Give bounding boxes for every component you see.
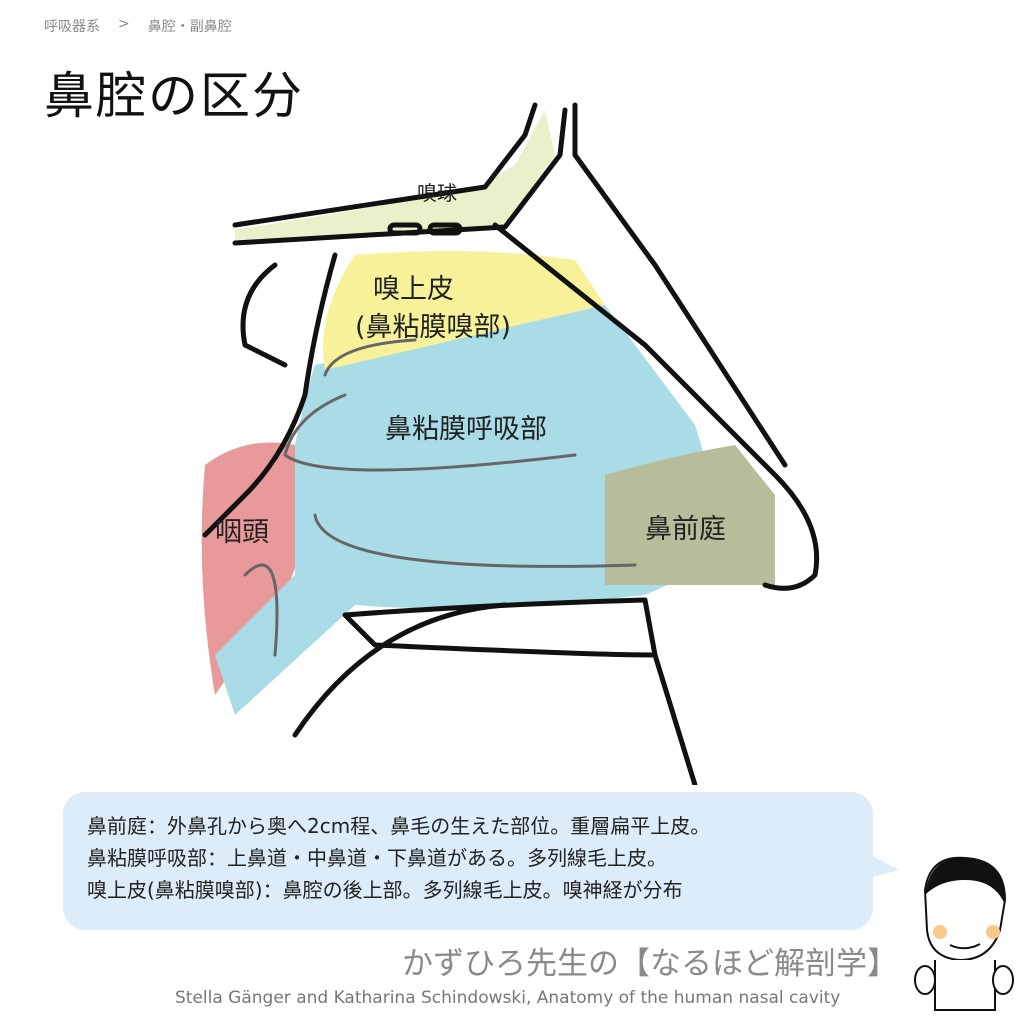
series-title: かずひろ先生の【なるほど解剖学】 [402, 946, 898, 982]
vestibule-region [605, 445, 775, 585]
label-pharynx: 咽頭 [215, 517, 269, 548]
breadcrumb-separator: > [118, 16, 130, 32]
note-olfactory: 嗅上皮(鼻粘膜嗅部)：鼻腔の後上部。多列線毛上皮。嗅神経が分布 [87, 878, 683, 902]
breadcrumb: 呼吸器系 > 鼻腔・副鼻腔 [44, 16, 232, 36]
label-olfactory-bulb: 嗅球 [417, 181, 457, 205]
speech-bubble: 鼻前庭：外鼻孔から奥へ2cm程、鼻毛の生えた部位。重層扁平上皮。 鼻粘膜呼吸部：… [63, 792, 873, 930]
page-title: 鼻腔の区分 [44, 67, 304, 125]
label-respiratory-mucosa: 鼻粘膜呼吸部 [385, 414, 547, 445]
label-olfactory-epithelium: 嗅上皮 [373, 274, 454, 305]
image-credit: Stella Gänger and Katharina Schindowski,… [175, 988, 841, 1008]
nasal-cavity-diagram: 嗅球 嗅上皮 (鼻粘膜嗅部) 鼻粘膜呼吸部 咽頭 鼻前庭 [175, 95, 845, 788]
pharynx-region [201, 442, 315, 695]
label-olfactory-epithelium-sub: (鼻粘膜嗅部) [355, 312, 512, 343]
olfactory-bulb-region [235, 110, 555, 240]
diagram-illustration [201, 102, 820, 788]
label-vestibule: 鼻前庭 [645, 514, 726, 545]
breadcrumb-item-respiratory[interactable]: 呼吸器系 [44, 19, 100, 35]
breadcrumb-item-nasal[interactable]: 鼻腔・副鼻腔 [147, 19, 232, 35]
note-respiratory: 鼻粘膜呼吸部：上鼻道・中鼻道・下鼻道がある。多列線毛上皮。 [87, 846, 667, 870]
mascot-illustration [914, 856, 1014, 1011]
note-vestibule: 鼻前庭：外鼻孔から奥へ2cm程、鼻毛の生えた部位。重層扁平上皮。 [87, 814, 711, 838]
olfactory-region [323, 251, 605, 370]
